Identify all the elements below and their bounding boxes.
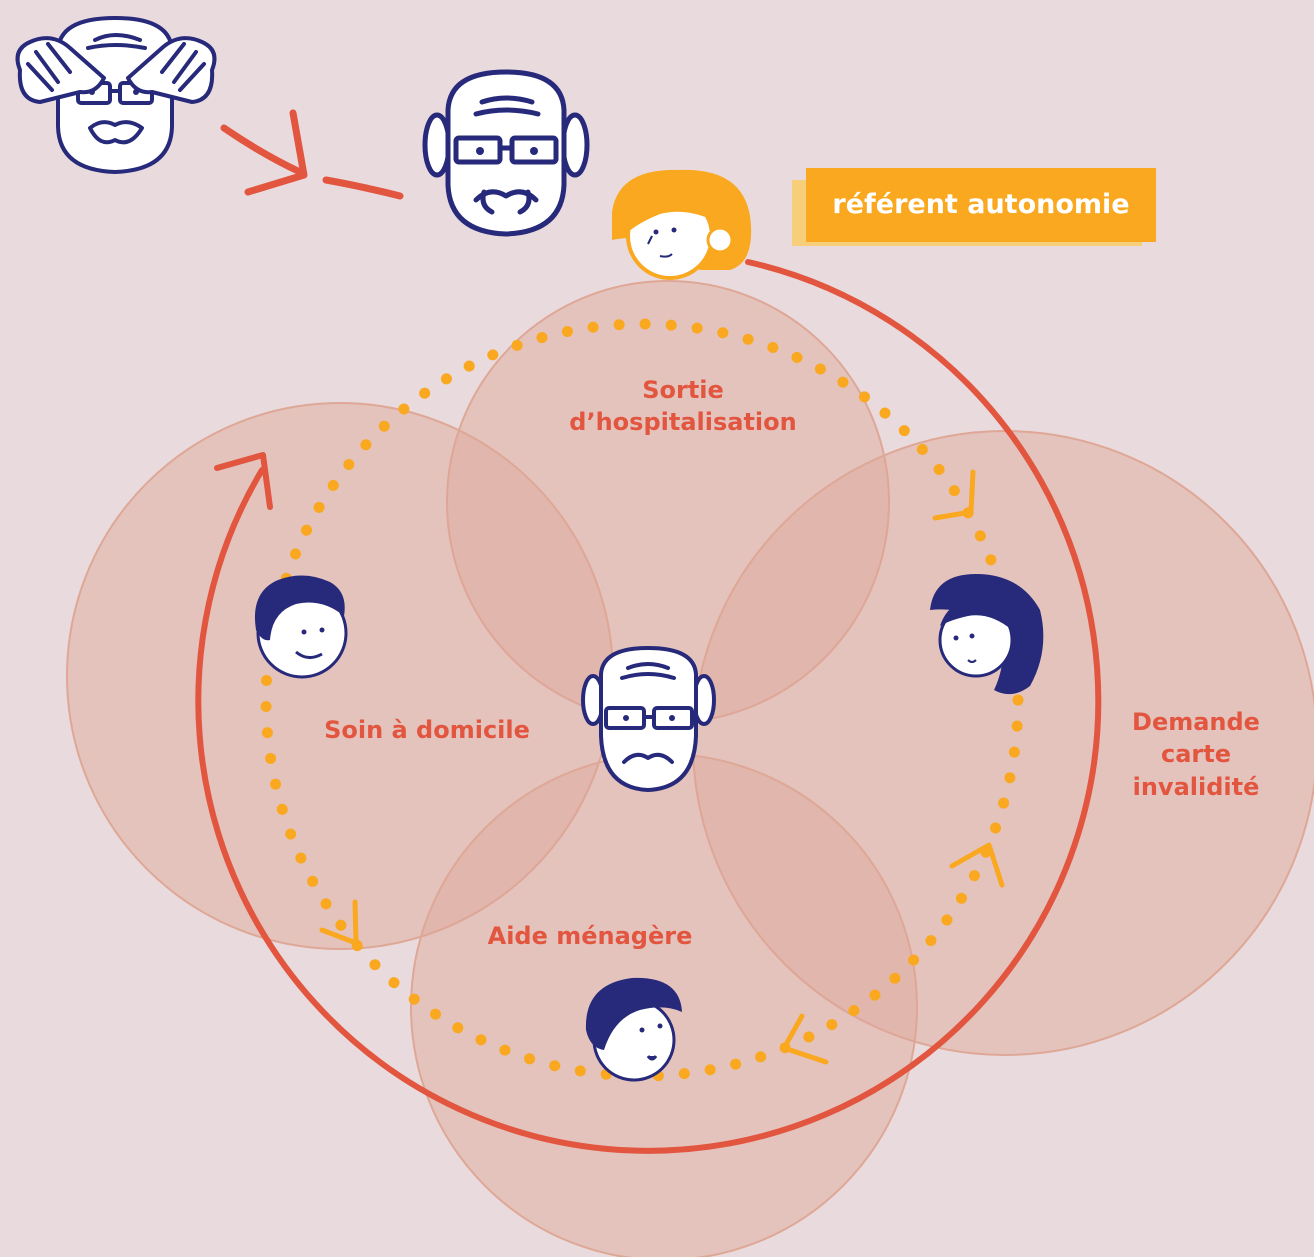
referent-face-icon — [612, 169, 752, 280]
woman-curly-hair-icon — [930, 574, 1044, 695]
center-senior-face-icon — [581, 646, 716, 792]
dark-hair-person-icon — [585, 977, 682, 1082]
referent-badge: référent autonomie — [792, 168, 1156, 246]
senior-covering-eyes-icon — [15, 16, 217, 174]
referent-label: référent autonomie — [806, 168, 1156, 242]
loop-arrowhead — [214, 452, 273, 510]
dotted-care-circle — [260, 318, 1024, 1082]
label-aide: Aide ménagère — [487, 922, 693, 950]
label-soin: Soin à domicile — [324, 716, 530, 744]
dotted-circle-arrows — [319, 469, 1005, 1065]
transition-arrow — [220, 109, 404, 200]
curly-hair-person-icon — [254, 575, 348, 679]
senior-face-icon — [422, 69, 590, 237]
referent-loop-circle — [195, 259, 1102, 1154]
